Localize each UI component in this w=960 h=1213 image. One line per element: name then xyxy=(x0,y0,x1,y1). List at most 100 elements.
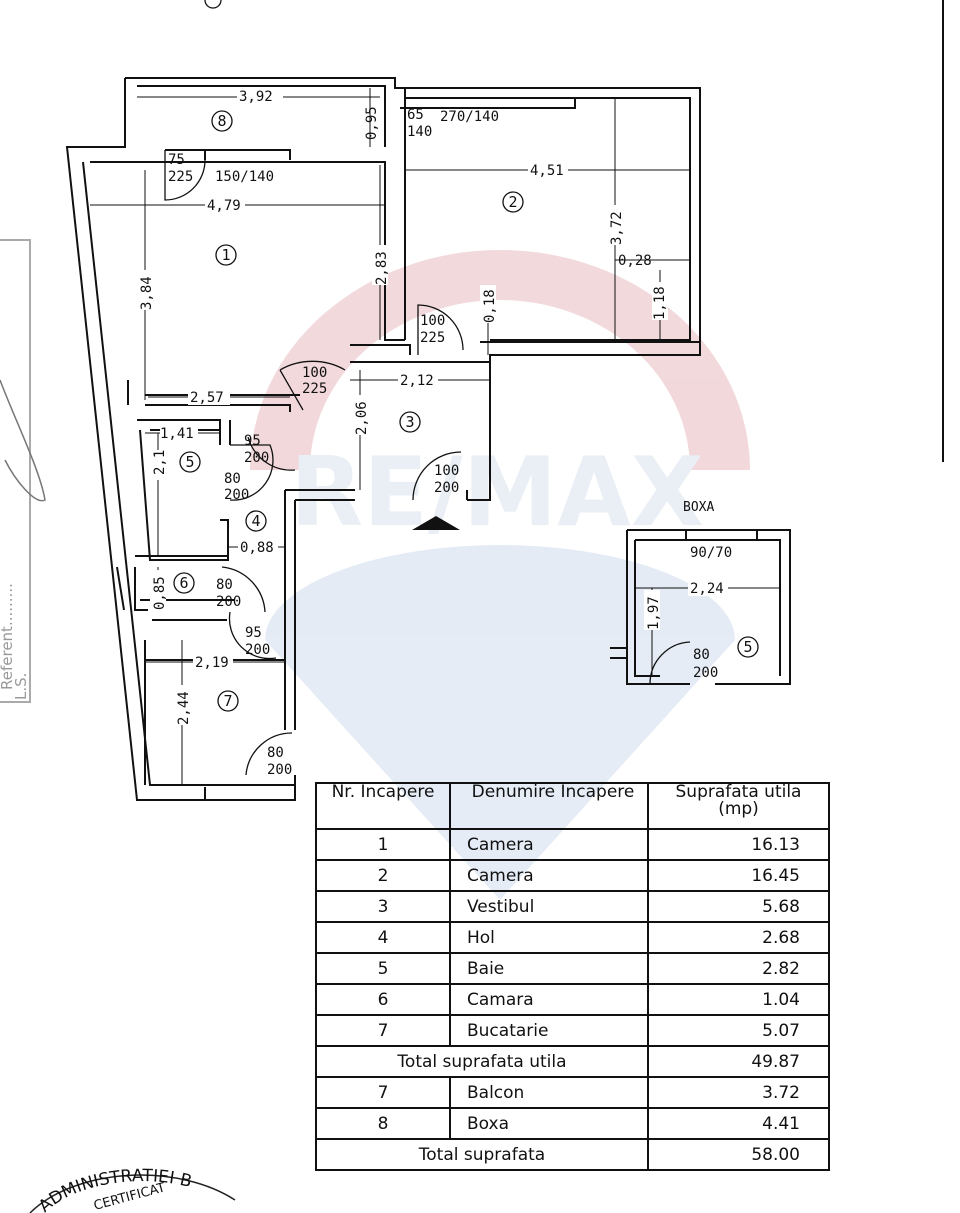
svg-text:80: 80 xyxy=(267,745,284,761)
svg-text:8: 8 xyxy=(217,112,226,130)
seal-stamp: ADMINISTRATIEI B CERTIFICAT xyxy=(29,1166,236,1213)
row-nr: 6 xyxy=(315,983,451,1016)
svg-text:90/70: 90/70 xyxy=(690,545,732,561)
row-name: Camera xyxy=(449,859,649,892)
subtotal-area: 49.87 xyxy=(647,1045,830,1078)
svg-text:L.S.: L.S. xyxy=(12,673,30,700)
header-nr: Nr. Incapere xyxy=(315,782,451,830)
svg-text:80: 80 xyxy=(216,577,233,593)
row-nr: 1 xyxy=(315,828,451,861)
row-area: 4.41 xyxy=(647,1107,830,1140)
svg-text:80: 80 xyxy=(693,647,710,663)
svg-text:4,51: 4,51 xyxy=(530,163,564,179)
door-swings xyxy=(164,150,691,776)
row-name: Camara xyxy=(449,983,649,1016)
svg-text:3,92: 3,92 xyxy=(239,89,273,105)
row-nr: 8 xyxy=(315,1107,451,1140)
svg-text:200: 200 xyxy=(216,594,241,610)
row-name: Camera xyxy=(449,828,649,861)
svg-text:200: 200 xyxy=(245,642,270,658)
subtotal-label: Total suprafata utila xyxy=(315,1045,649,1078)
svg-text:200: 200 xyxy=(224,487,249,503)
svg-text:1,41: 1,41 xyxy=(160,426,194,442)
svg-text:1,97: 1,97 xyxy=(646,596,662,630)
room-number-4: 4 xyxy=(245,510,267,532)
row-nr: 5 xyxy=(315,952,451,985)
area-table: Nr. Incapere Denumire Incapere Suprafata… xyxy=(315,782,830,1171)
svg-text:270/140: 270/140 xyxy=(440,109,499,125)
room-number-6: 6 xyxy=(173,572,195,594)
dimension-labels: 3,92 0,95 4,79 3,84 2,83 4,51 3,72 0,28 … xyxy=(137,87,728,725)
svg-text:2,83: 2,83 xyxy=(374,251,390,285)
row-area: 16.45 xyxy=(647,859,830,892)
svg-text:2,12: 2,12 xyxy=(400,373,434,389)
svg-text:225: 225 xyxy=(168,169,193,185)
svg-text:65: 65 xyxy=(407,107,424,123)
svg-text:80: 80 xyxy=(224,471,241,487)
row-nr: 7 xyxy=(315,1076,451,1109)
svg-text:0,85: 0,85 xyxy=(152,576,168,610)
svg-text:0,95: 0,95 xyxy=(364,106,380,140)
row-name: Vestibul xyxy=(449,890,649,923)
svg-text:150/140: 150/140 xyxy=(215,169,274,185)
svg-text:3: 3 xyxy=(405,413,414,431)
row-nr: 3 xyxy=(315,890,451,923)
row-area: 5.07 xyxy=(647,1014,830,1047)
svg-text:95: 95 xyxy=(245,625,262,641)
svg-text:2,57: 2,57 xyxy=(190,390,224,406)
total-label: Total suprafata xyxy=(315,1138,649,1171)
svg-text:100: 100 xyxy=(302,365,327,381)
walls xyxy=(65,77,791,801)
svg-text:225: 225 xyxy=(420,330,445,346)
svg-text:3,84: 3,84 xyxy=(139,276,155,310)
svg-text:140: 140 xyxy=(407,124,432,140)
total-area: 58.00 xyxy=(647,1138,830,1171)
table-header: Nr. Incapere Denumire Incapere Suprafata… xyxy=(315,782,830,830)
room-number-3: 3 xyxy=(399,411,421,433)
room-number-5: 5 xyxy=(179,451,201,473)
row-nr: 7 xyxy=(315,1014,451,1047)
boxa-label: BOXA xyxy=(683,500,714,515)
header-name: Denumire Incapere xyxy=(449,782,649,830)
svg-text:5: 5 xyxy=(185,453,194,471)
header-area: Suprafata utila (mp) xyxy=(647,782,830,830)
svg-text:4: 4 xyxy=(251,512,260,530)
room-number-boxa: 5 xyxy=(737,636,759,658)
svg-text:100: 100 xyxy=(420,313,445,329)
svg-text:0,88: 0,88 xyxy=(240,540,274,556)
row-name: Balcon xyxy=(449,1076,649,1109)
svg-text:1,18: 1,18 xyxy=(652,286,668,320)
row-nr: 4 xyxy=(315,921,451,954)
row-area: 3.72 xyxy=(647,1076,830,1109)
svg-text:95: 95 xyxy=(244,433,261,449)
svg-text:2,06: 2,06 xyxy=(354,401,370,435)
svg-text:1: 1 xyxy=(221,246,230,264)
svg-text:0,28: 0,28 xyxy=(618,253,652,269)
svg-text:7: 7 xyxy=(223,692,232,710)
row-name: Baie xyxy=(449,952,649,985)
row-name: Hol xyxy=(449,921,649,954)
svg-text:225: 225 xyxy=(302,381,327,397)
svg-text:2,1: 2,1 xyxy=(152,450,168,475)
svg-text:200: 200 xyxy=(267,762,292,778)
svg-text:6: 6 xyxy=(179,574,188,592)
row-area: 1.04 xyxy=(647,983,830,1016)
svg-text:2,44: 2,44 xyxy=(176,691,192,725)
side-stamp: Referent......... L.S. xyxy=(0,239,46,703)
svg-text:4,79: 4,79 xyxy=(207,198,241,214)
room-number-7: 7 xyxy=(217,690,239,712)
row-name: Bucatarie xyxy=(449,1014,649,1047)
room-number-1: 1 xyxy=(215,244,237,266)
svg-text:3,72: 3,72 xyxy=(609,211,625,245)
